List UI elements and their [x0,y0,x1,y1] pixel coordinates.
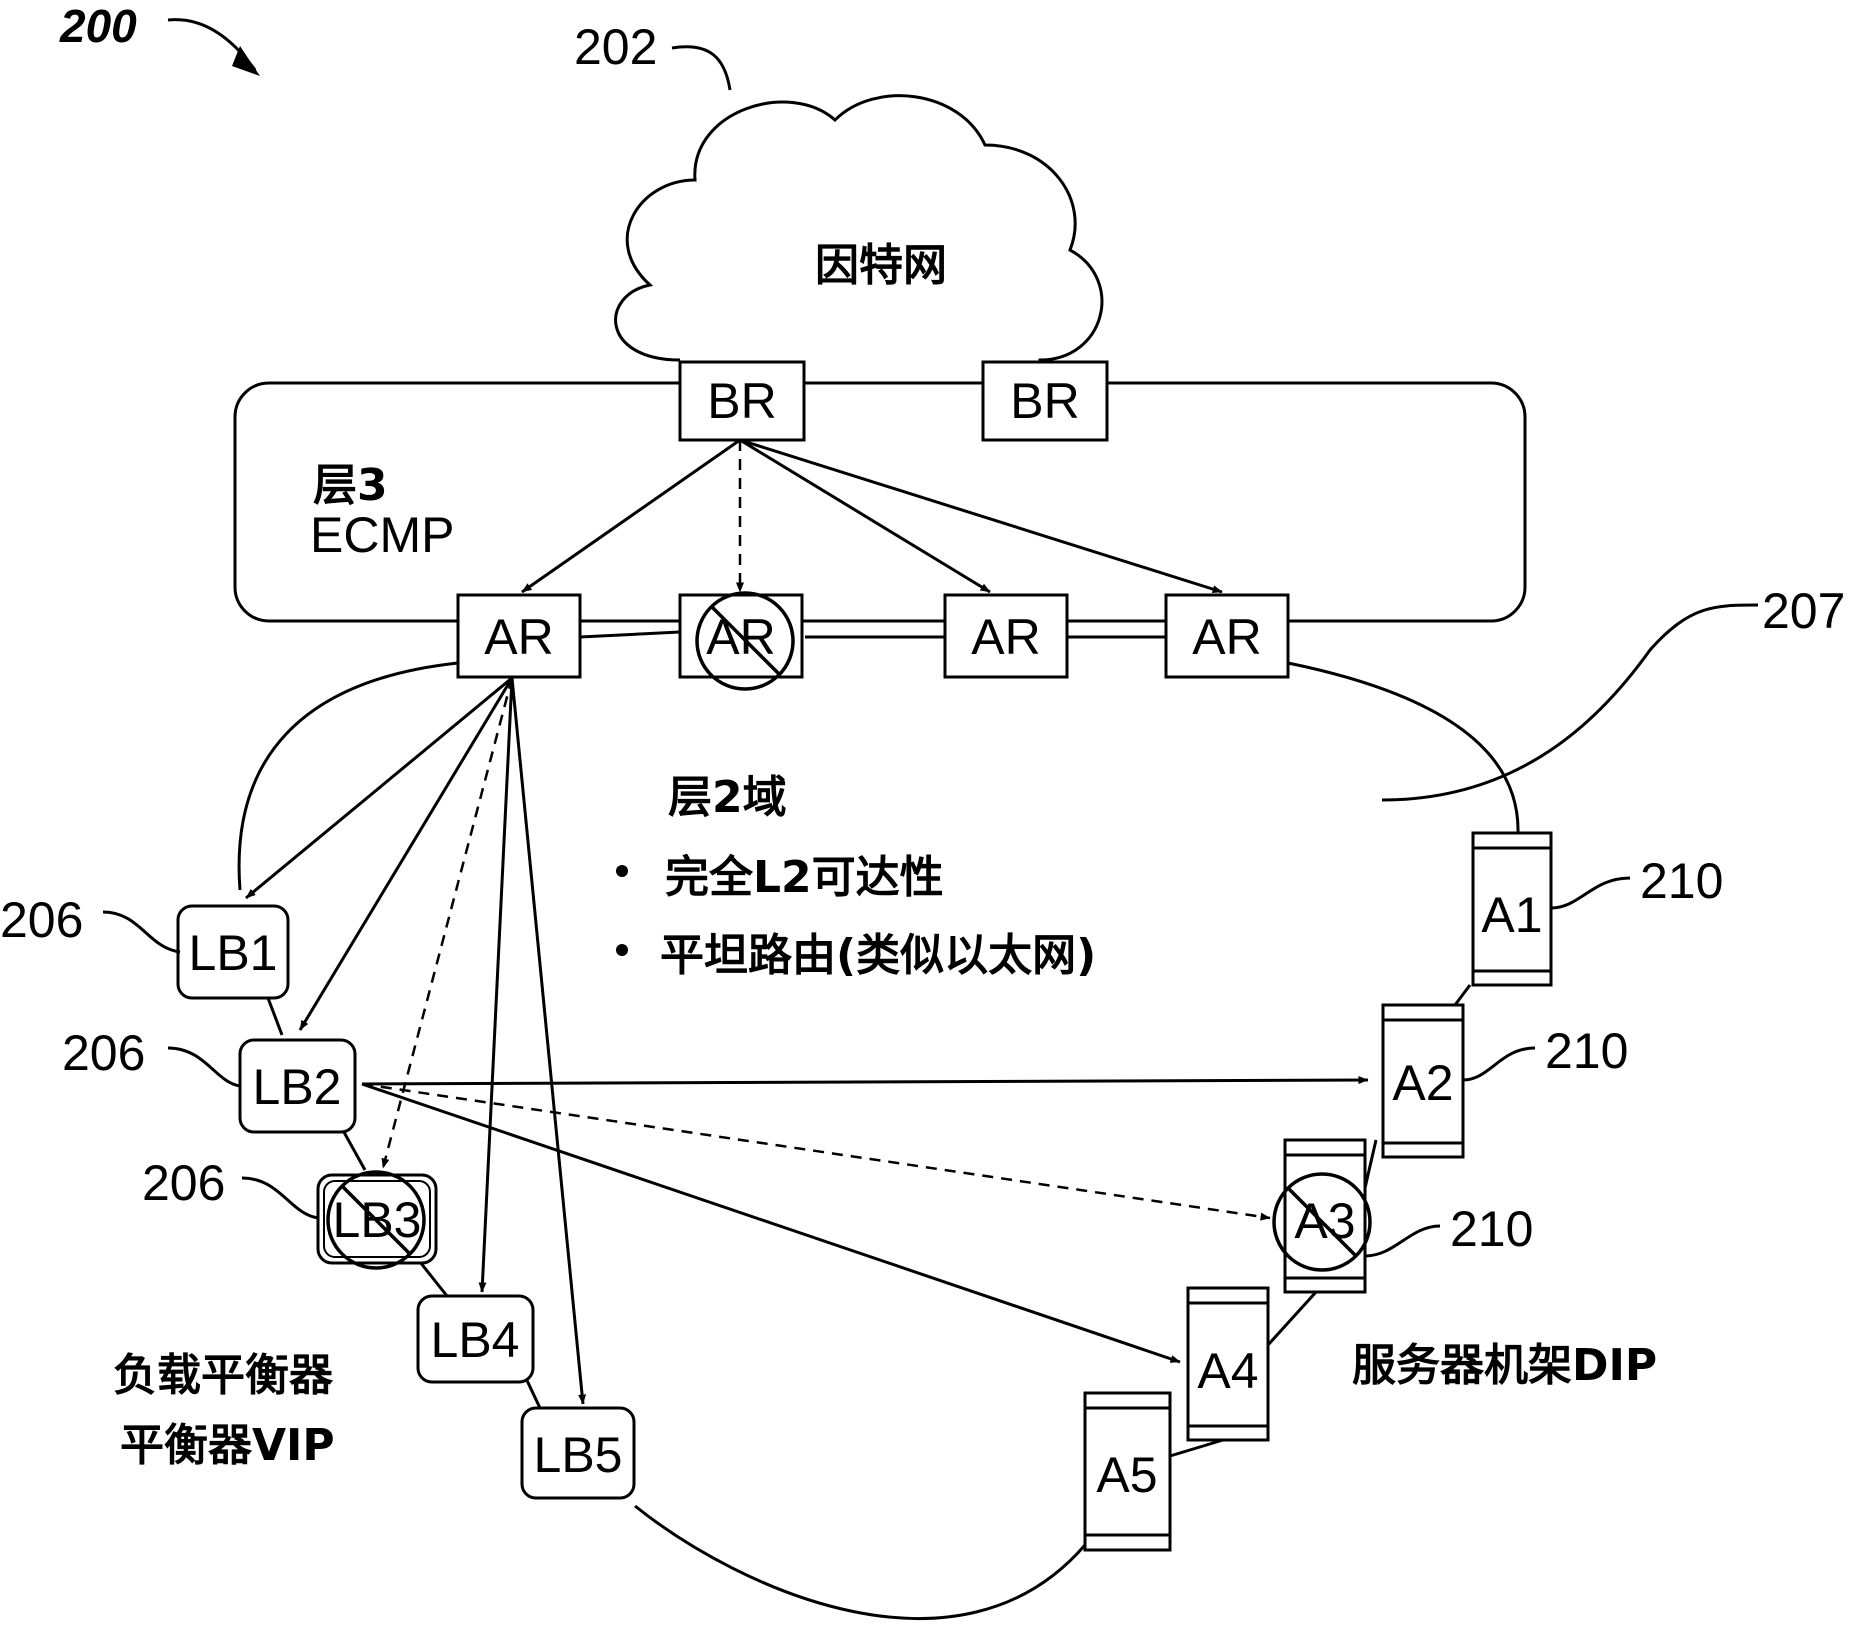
bullet-icon [616,944,628,956]
access-router-3-label: AR [971,609,1040,665]
br-to-ar4-arrow [739,438,1223,594]
server-a2-label: A2 [1392,1055,1453,1111]
load-balancer-4: LB4 [416,1294,535,1384]
load-balancer-caption-line-1: 负载平衡器 [113,1350,334,1401]
layer2-ref-leader [1381,603,1759,802]
a1-ref-number: 210 [1640,853,1723,909]
failed-symbol-icon [1272,1172,1372,1272]
server-rack-a2: A2 [1381,1003,1465,1159]
layer3-title: 层3 [313,460,388,511]
layer3-ecmp-region [233,381,1527,623]
a3-ref-leader [1364,1224,1441,1258]
a1-ref-leader [1550,876,1631,910]
lb3-ref-number: 206 [142,1155,225,1211]
load-balancer-3-failed: LB3 [316,1170,438,1270]
lb1-ref-leader [102,910,181,954]
server-rack-a3-failed: A3 [1272,1138,1372,1294]
layer2-title: 层2域 [668,772,787,823]
lb3-ref-leader [241,1176,319,1220]
lb2-to-a2-arrow [361,1076,1369,1086]
access-router-1-label: AR [484,609,553,665]
layer2-domain-outline-top [579,630,1165,639]
figure-number-arrowhead [232,46,260,76]
ar1-to-lb1-arrow [245,676,513,900]
load-balancer-4-label: LB4 [431,1312,520,1368]
border-router-2: BR [981,360,1109,442]
rack-chain-links [1169,984,1472,1458]
lb2-to-a4-arrow [361,1082,1181,1364]
load-balancer-2: LB2 [238,1038,357,1134]
failed-symbol-icon [326,1170,426,1270]
ar1-to-lb4-arrow [478,677,514,1293]
layer2-bullet-2: 平坦路由(类似以太网) [660,930,1096,981]
internet-label: 因特网 [815,240,947,291]
border-router-1: BR [678,360,806,442]
bullet-icon [616,865,628,877]
access-router-1: AR [456,593,582,679]
load-balancer-5: LB5 [520,1406,636,1500]
layer2-domain-outline-bottom [634,1504,1087,1621]
load-balancer-5-label: LB5 [534,1427,623,1483]
server-rack-a5: A5 [1083,1391,1172,1552]
access-router-4: AR [1164,593,1290,679]
load-balancer-1: LB1 [176,904,290,1000]
access-router-3: AR [943,593,1069,679]
ar1-to-lb3-dashed-arrow [381,677,514,1169]
server-a5-label: A5 [1096,1447,1157,1503]
br-to-ar3-arrow [739,438,991,594]
lb2-ref-leader [167,1046,241,1088]
cloud-ref-number: 202 [574,19,657,75]
server-caption: 服务器机架DIP [1352,1340,1657,1391]
a2-ref-leader [1462,1046,1536,1082]
a3-ref-number: 210 [1450,1201,1533,1257]
lb-chain-links [266,997,542,1409]
ar1-to-lb2-arrow [298,677,514,1031]
figure-number: 200 [59,0,137,52]
internet-cloud [614,94,1104,370]
load-balancer-1-label: LB1 [189,925,278,981]
access-router-4-label: AR [1192,609,1261,665]
layer3-subtitle: ECMP [310,507,454,563]
access-router-2-failed: AR [678,591,804,691]
cloud-ref-leader [671,45,732,91]
layer2-domain-outline [237,661,459,891]
border-router-1-label: BR [707,373,776,429]
server-rack-a1: A1 [1471,831,1553,987]
lb2-to-a3-dashed-arrow [361,1082,1271,1221]
server-a4-label: A4 [1197,1343,1258,1399]
layer2-bullet-1: 完全L2可达性 [665,852,944,903]
lb1-ref-number: 206 [0,892,83,948]
server-rack-a4: A4 [1186,1286,1270,1442]
lb2-ref-number: 206 [62,1025,145,1081]
a2-ref-number: 210 [1545,1023,1628,1079]
ar1-to-lb5-arrow [510,677,587,1405]
failed-symbol-icon [695,591,795,691]
br-to-ar1-arrow [521,438,741,594]
layer2-ref-number: 207 [1762,583,1845,639]
border-router-2-label: BR [1010,373,1079,429]
layer2-domain-outline-right [1287,661,1520,834]
load-balancer-caption-line-2: 平衡器VIP [120,1420,335,1471]
server-a1-label: A1 [1481,887,1542,943]
load-balancer-2-label: LB2 [253,1059,342,1115]
